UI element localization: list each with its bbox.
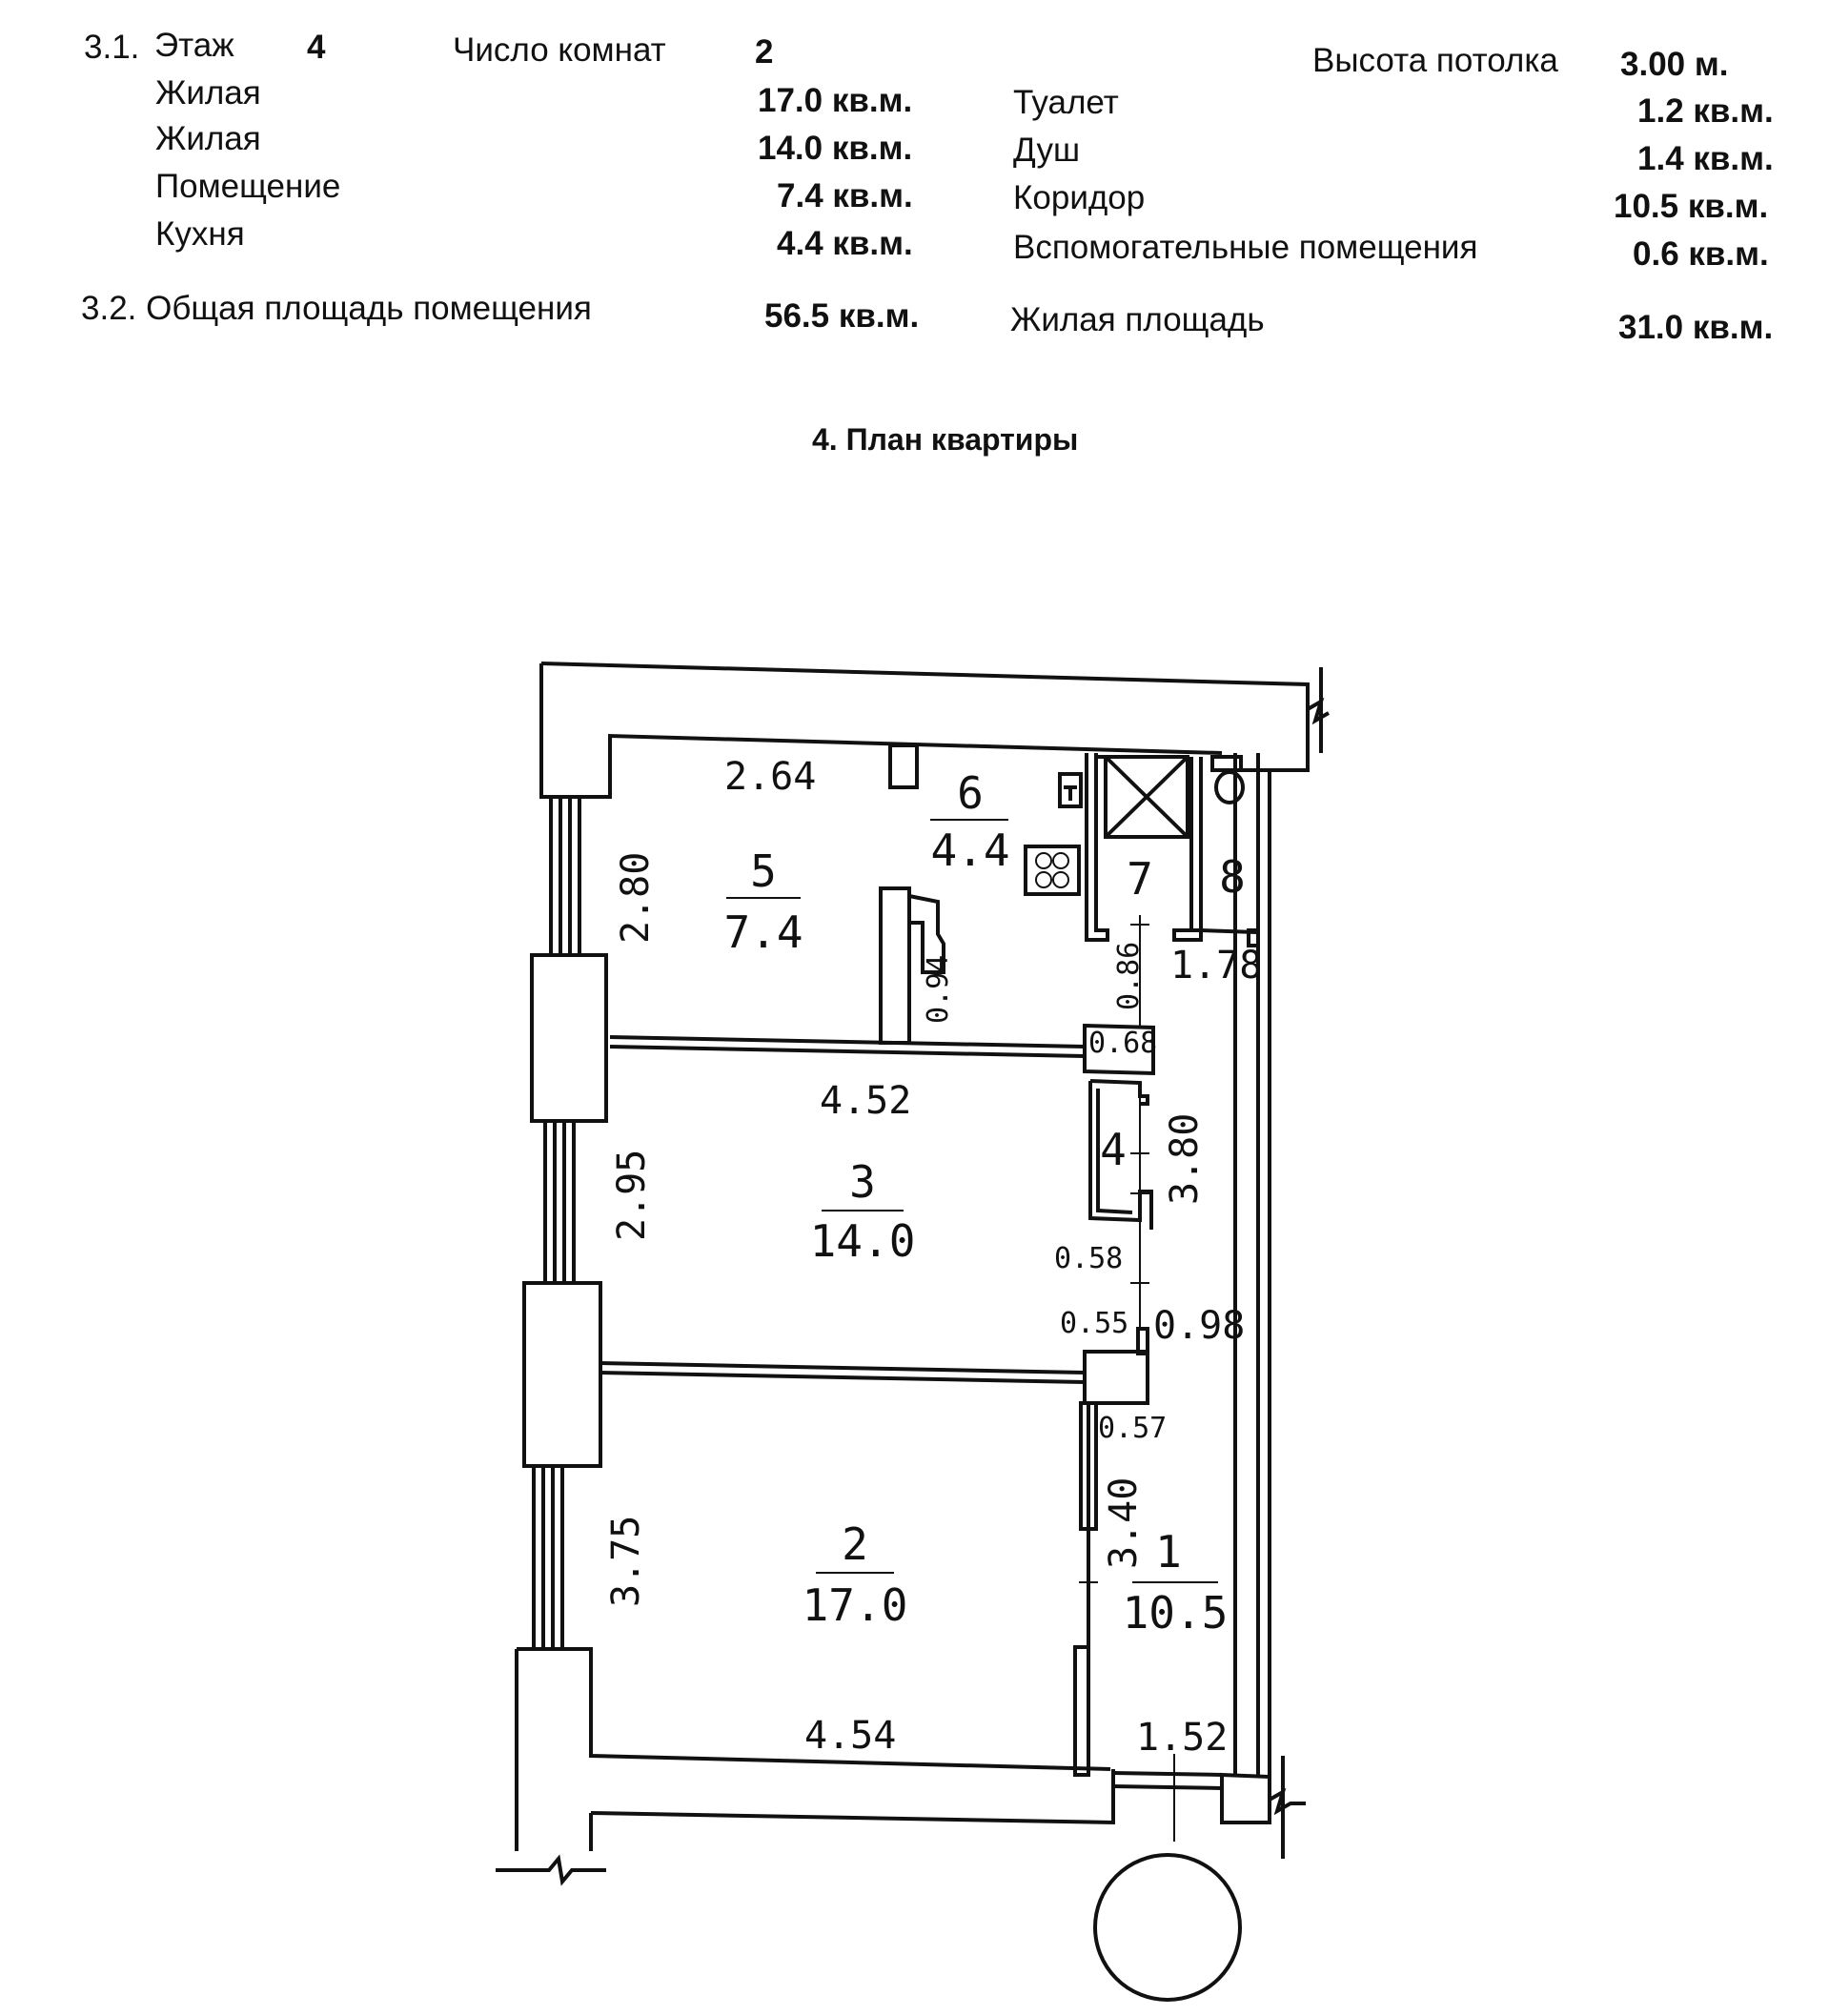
living-area-label: Жилая площадь <box>1010 301 1265 338</box>
plan-title: 4. План квартиры <box>812 422 1079 457</box>
room-6-number: 6 <box>957 767 984 819</box>
dimension-label: 3.75 <box>604 1516 648 1607</box>
right-row-value: 10.5 кв.м. <box>1614 188 1769 225</box>
dimension-label: 0.94 <box>922 955 955 1024</box>
dimension-label: 0.58 <box>1054 1242 1123 1275</box>
area-fraction-bars <box>726 819 1218 1583</box>
right-row-label: Туалет <box>1013 84 1119 121</box>
right-row-label: Душ <box>1013 132 1081 169</box>
living-area-value: 31.0 кв.м. <box>1618 309 1774 346</box>
section-number-31: 3.1. <box>84 29 140 66</box>
dimension-label: 2.80 <box>614 852 658 944</box>
floor-value: 4 <box>307 29 326 66</box>
dimension-label: 0.86 <box>1112 942 1146 1010</box>
dimension-label: 0.57 <box>1098 1412 1167 1445</box>
room-4-number: 4 <box>1100 1124 1127 1175</box>
right-row-value: 0.6 кв.м. <box>1633 235 1769 273</box>
left-row-label: Кухня <box>155 215 245 253</box>
dimension-label: 2.95 <box>610 1150 654 1241</box>
room-3-area: 14.0 <box>810 1215 916 1267</box>
room-3-number: 3 <box>849 1156 876 1208</box>
total-area-value: 56.5 кв.м. <box>764 297 920 335</box>
left-row-value: 4.4 кв.м. <box>777 225 913 262</box>
compass-circle <box>1093 1853 1242 2002</box>
dimension-label: 1.52 <box>1136 1716 1228 1760</box>
room-5-number: 5 <box>750 845 777 897</box>
left-row-label: Жилая <box>155 120 261 157</box>
left-row-label: Помещение <box>155 168 341 205</box>
floor-label: Этаж <box>154 27 234 64</box>
left-row-value: 7.4 кв.м. <box>777 177 913 214</box>
ceiling-label: Высота потолка <box>1312 42 1558 79</box>
room-8-number: 8 <box>1219 851 1246 903</box>
dimension-label: 3.40 <box>1102 1477 1146 1569</box>
right-row-value: 1.4 кв.м. <box>1637 140 1774 177</box>
walls <box>496 662 1330 1886</box>
room-1-area: 10.5 <box>1123 1587 1229 1639</box>
rooms-label: Число комнат <box>453 31 666 69</box>
dimension-label: 0.98 <box>1153 1304 1245 1348</box>
room-2-area: 17.0 <box>803 1579 908 1631</box>
dimension-label: 1.78 <box>1170 944 1262 988</box>
right-row-value: 1.2 кв.м. <box>1637 92 1774 130</box>
left-row-value: 17.0 кв.м. <box>758 82 913 119</box>
room-6-area: 4.4 <box>930 825 1009 876</box>
left-row-value: 14.0 кв.м. <box>758 130 913 167</box>
room-7-number: 7 <box>1127 853 1153 905</box>
dimension-label: 2.64 <box>724 755 816 799</box>
right-row-label: Вспомогательные помещения <box>1013 229 1478 266</box>
room-5-area: 7.4 <box>723 906 803 958</box>
room-2-number: 2 <box>842 1518 868 1570</box>
stove-icon <box>1035 852 1069 888</box>
room-1-number: 1 <box>1155 1526 1182 1578</box>
dimension-ticks <box>1079 915 1175 1842</box>
dimension-label: 3.80 <box>1163 1113 1207 1205</box>
left-row-label: Жилая <box>155 74 261 112</box>
dimension-label: 0.55 <box>1060 1307 1128 1340</box>
total-area-label: 3.2. Общая площадь помещения <box>81 290 592 327</box>
dimension-label: 4.52 <box>820 1079 911 1123</box>
ceiling-value: 3.00 м. <box>1620 46 1729 83</box>
dimension-label: 0.68 <box>1088 1027 1157 1060</box>
right-row-label: Коридор <box>1013 179 1146 216</box>
rooms-value: 2 <box>755 33 774 71</box>
dimension-label: 4.54 <box>804 1714 896 1758</box>
